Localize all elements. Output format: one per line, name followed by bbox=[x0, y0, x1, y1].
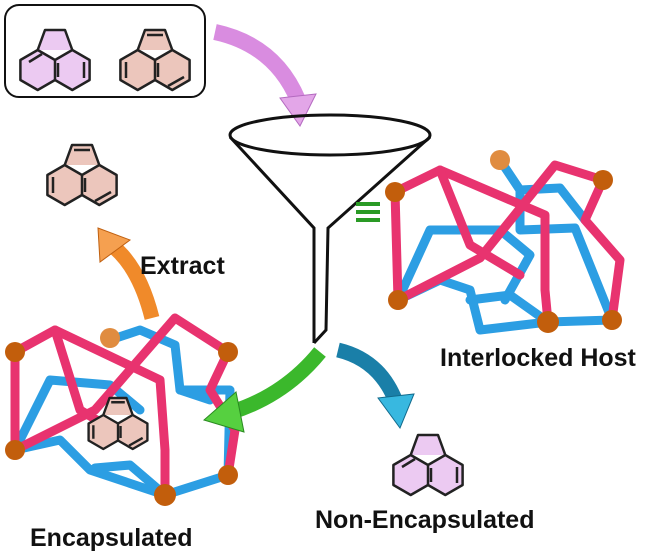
non-encapsulate-arrow bbox=[336, 342, 404, 405]
cage-node bbox=[5, 328, 238, 506]
non-encapsulate-arrow-head bbox=[377, 393, 415, 430]
encapsulate-arrow bbox=[229, 347, 326, 420]
extract-label: Extract bbox=[140, 252, 225, 280]
funnel-icon bbox=[228, 113, 432, 345]
cage-node bbox=[385, 150, 622, 333]
encapsulated-acenaphthylene bbox=[87, 396, 149, 451]
acenaphthene-molecule-input bbox=[19, 28, 91, 92]
extract-arrow-head bbox=[97, 227, 132, 263]
encapsulate-arrow-head bbox=[202, 391, 245, 433]
encapsulated-cage bbox=[5, 313, 240, 506]
extract-arrow bbox=[109, 242, 160, 320]
equivalent-icon bbox=[356, 202, 380, 222]
non-encapsulated-acenaphthene bbox=[392, 433, 464, 497]
interlocked-host-label: Interlocked Host bbox=[440, 344, 636, 372]
interlocked-host-cage bbox=[385, 150, 625, 335]
encapsulated-label: Encapsulated bbox=[30, 524, 193, 552]
input-arrow-head bbox=[279, 93, 317, 127]
input-arrow bbox=[213, 24, 306, 104]
input-mixture-box bbox=[4, 4, 206, 98]
non-encapsulated-label: Non-Encapsulated bbox=[315, 506, 535, 534]
acenaphthylene-molecule-input bbox=[119, 28, 191, 92]
extracted-acenaphthylene bbox=[46, 143, 118, 207]
